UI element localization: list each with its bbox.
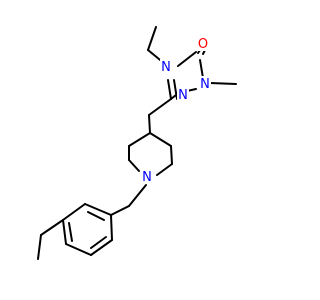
bond xyxy=(84,203,112,216)
atom-n-piperidine: N xyxy=(142,170,152,185)
bond xyxy=(110,205,130,216)
bond xyxy=(68,222,73,242)
bond xyxy=(110,214,113,241)
bond xyxy=(170,145,173,165)
bond xyxy=(177,51,197,67)
atom-n3-background xyxy=(177,87,189,102)
bond xyxy=(128,132,151,147)
bond xyxy=(37,234,42,260)
molecule-structure: N O N N N xyxy=(37,26,237,260)
atom-o1: O xyxy=(198,37,208,52)
bond xyxy=(209,82,237,85)
bond xyxy=(148,114,151,134)
atom-n2: N xyxy=(200,77,210,92)
atom-n-piperidine-background xyxy=(141,169,153,184)
bond xyxy=(148,98,172,116)
bond xyxy=(167,79,172,100)
bond xyxy=(62,219,67,245)
bond xyxy=(147,26,157,51)
bond xyxy=(62,203,86,221)
bond xyxy=(65,243,92,256)
bond xyxy=(149,132,172,147)
atom-labels: N O N N N xyxy=(141,36,211,185)
atom-o1-background xyxy=(196,36,210,51)
bond xyxy=(40,219,64,236)
bond xyxy=(156,163,173,176)
bond-lines xyxy=(37,26,237,260)
bond xyxy=(199,59,204,79)
bond xyxy=(90,236,107,249)
bond xyxy=(87,211,105,221)
bond xyxy=(173,79,178,100)
bond xyxy=(90,239,113,256)
atom-n4: N xyxy=(161,60,171,75)
bond xyxy=(128,184,147,207)
atom-n4-background xyxy=(160,59,172,74)
bond xyxy=(128,159,140,172)
atom-n3: N xyxy=(178,88,188,103)
atom-n2-background xyxy=(199,76,211,91)
